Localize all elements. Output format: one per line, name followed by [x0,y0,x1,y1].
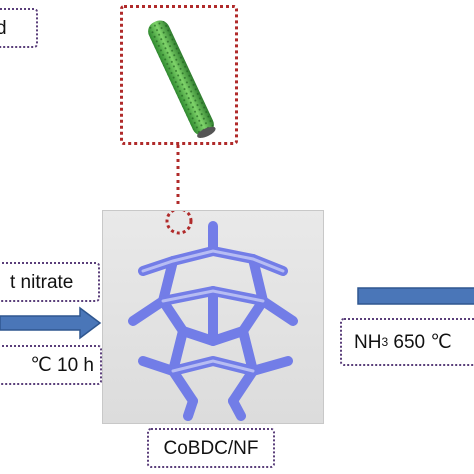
nanorod-zoom-frame [120,5,238,145]
left-arrow [0,306,102,340]
nh3-text: NH [354,331,382,353]
right-arrow [357,287,474,305]
nh3-subscript: 3 [381,335,389,349]
nh3-rest-text: 650 ℃ [388,331,452,353]
label-cobdc: CoBDC/NF [147,428,275,468]
framework-structure [128,211,298,421]
partial-label-top-left: d [0,8,38,48]
temp-text: ℃ 10 h [30,354,94,376]
nanorod [148,20,216,138]
framework-panel [102,210,324,424]
label-nitrate: t nitrate [0,262,100,302]
nitrate-text: t nitrate [10,271,74,293]
top-left-text: d [0,17,7,39]
cobdc-text: CoBDC/NF [163,437,259,459]
nanorod-image [148,20,216,138]
label-temperature-time: ℃ 10 h [0,345,102,385]
zoom-target-circle [165,211,193,235]
